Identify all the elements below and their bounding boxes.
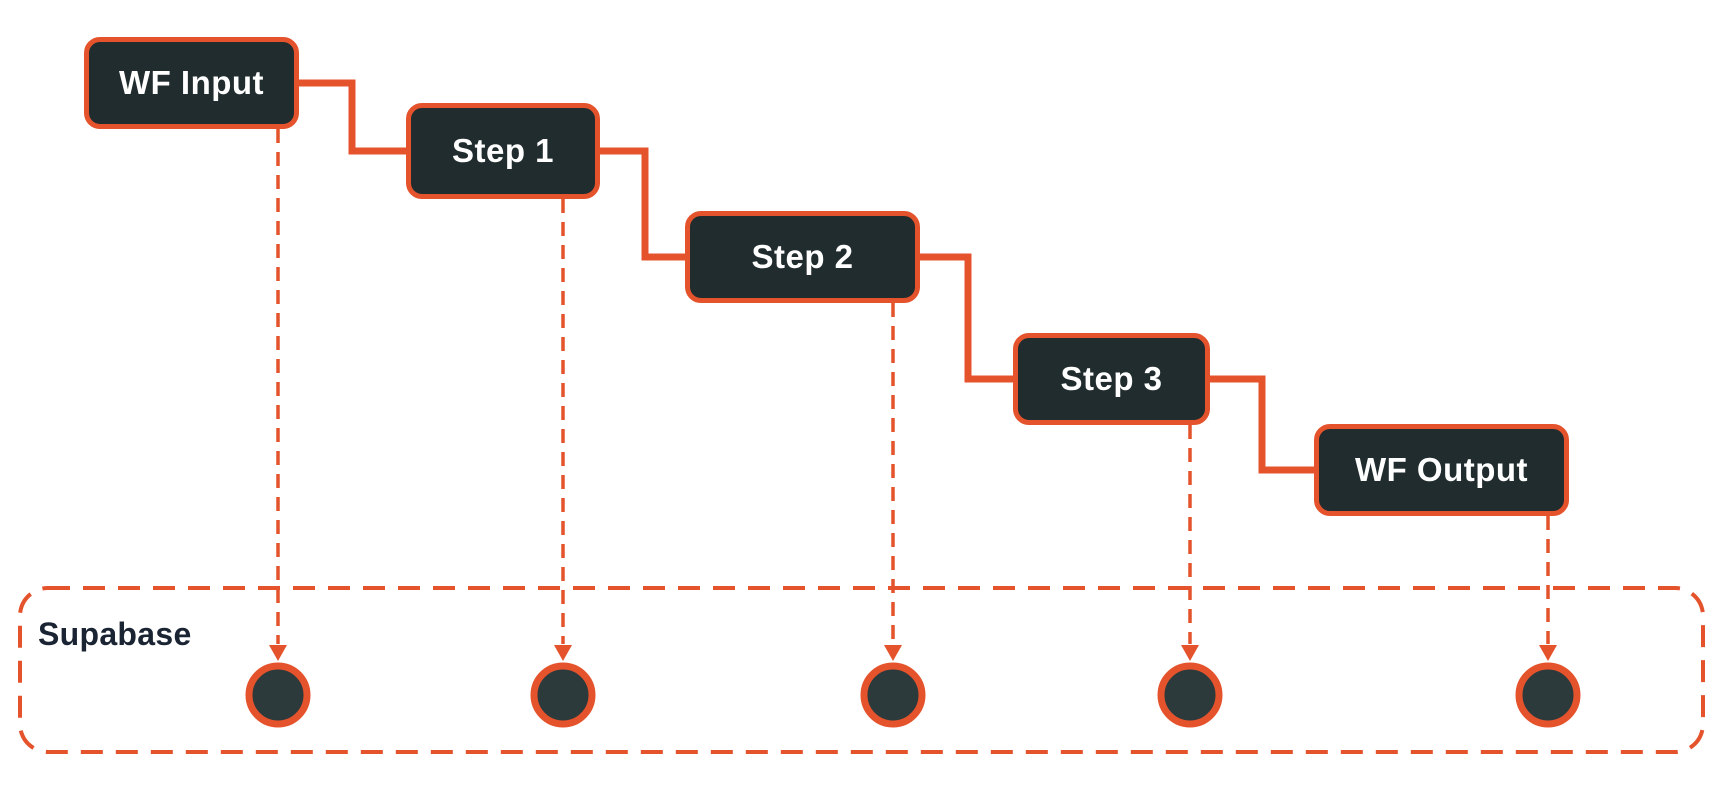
db-circle-wfinput [245,662,311,728]
arrowhead-wfoutput [1539,645,1557,661]
arrowhead-step2 [884,645,902,661]
node-step-3: Step 3 [1013,333,1210,425]
db-circle-step3 [1157,662,1223,728]
connector-step1-step2 [594,147,691,261]
db-circle-step2 [860,662,926,728]
node-wf-output: WF Output [1314,424,1569,516]
db-circle-step1 [530,662,596,728]
node-wf-input: WF Input [84,37,299,129]
connector-step3-wfoutput [1204,375,1320,474]
node-step-2: Step 2 [685,211,920,303]
arrowhead-step3 [1181,645,1199,661]
db-circle-wfoutput [1515,662,1581,728]
connector-step2-step3 [914,253,1019,383]
node-step-1: Step 1 [406,103,600,199]
arrowhead-step1 [554,645,572,661]
supabase-container-border [18,586,1705,754]
arrowhead-wfinput [269,645,287,661]
supabase-label: Supabase [38,616,192,652]
connector-wfinput-step1 [294,79,412,155]
